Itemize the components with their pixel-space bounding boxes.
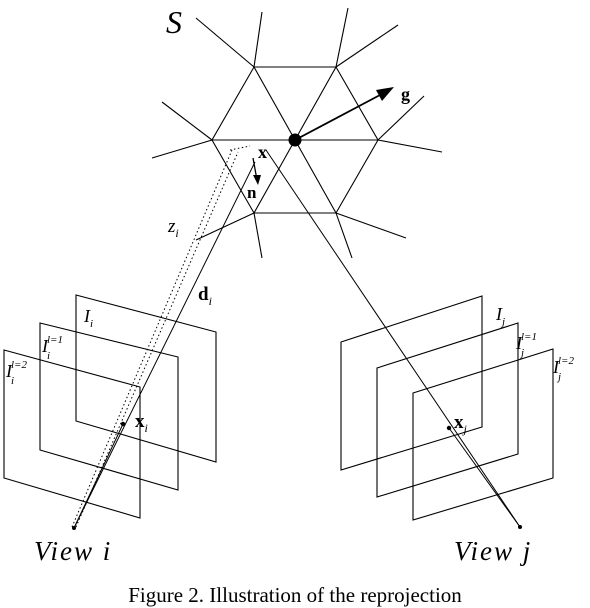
- depth-label: zi: [167, 216, 179, 240]
- normal-arrowhead: [253, 175, 261, 185]
- mesh-outer-edge: [253, 212, 263, 259]
- point-label: x: [258, 142, 267, 162]
- mesh-edge: [253, 139, 296, 214]
- mesh-outer-edge: [377, 95, 425, 141]
- view-j-pixel-segment: [448, 427, 521, 528]
- view-i-planes: [3, 294, 217, 519]
- mesh-outer-edge: [335, 212, 353, 259]
- view-j-plane-level0: [340, 295, 483, 471]
- gradient-arrowhead: [376, 87, 394, 101]
- view-i-ray: [73, 161, 256, 529]
- view-j-pixel-dot: [446, 425, 452, 431]
- view-i-depth-ray-b: [75, 151, 239, 528]
- view-j-plane-level1: [376, 322, 519, 498]
- surface-label: S: [166, 4, 182, 40]
- mesh-edge: [294, 66, 337, 141]
- mesh-outer-edge: [335, 212, 407, 239]
- view-i-level0-label: Ii: [83, 306, 93, 330]
- view-j-level0-label: Ij: [495, 304, 505, 328]
- mesh-outer-edge: [195, 212, 255, 241]
- view-j-title: View j: [454, 536, 532, 566]
- mesh-outer-edge: [377, 139, 443, 153]
- view-j-plane-level2: [412, 348, 554, 521]
- mesh-outer-edge: [151, 139, 213, 159]
- mesh-outer-edge: [335, 24, 399, 68]
- surface-mesh: [151, 7, 443, 259]
- figure-caption: Figure 2. Illustration of the reprojecti…: [128, 583, 462, 607]
- view-i-plane-level1: [39, 322, 179, 491]
- view-i-title: View i: [34, 536, 112, 566]
- mesh-outer-edge: [195, 17, 255, 68]
- view-i-pixel-dot: [120, 421, 126, 427]
- direction-label: di: [198, 284, 212, 308]
- view-j-planes: [340, 295, 554, 521]
- gradient-label: g: [401, 84, 410, 104]
- depth-marker: [229, 145, 251, 151]
- mesh-outer-edge: [335, 7, 349, 68]
- view-i-pixel-segment: [73, 423, 124, 529]
- view-j-pixel-label: xj: [454, 412, 468, 436]
- view-i-plane-level0: [75, 294, 217, 463]
- view-j-ray: [265, 149, 521, 528]
- view-i-camera-center: [72, 526, 76, 530]
- mesh-edge: [294, 139, 337, 214]
- mesh-outer-edge: [253, 11, 263, 68]
- mesh-outer-edge: [161, 101, 213, 141]
- gradient-arrow: [294, 94, 381, 141]
- view-i-pixel-label: xi: [135, 411, 148, 435]
- normal-label: n: [247, 183, 257, 202]
- view-j-camera-center: [518, 525, 522, 529]
- mesh-edge: [253, 66, 296, 141]
- view-i-depth-ray-a: [71, 149, 233, 528]
- view-i-plane-level2: [3, 349, 141, 519]
